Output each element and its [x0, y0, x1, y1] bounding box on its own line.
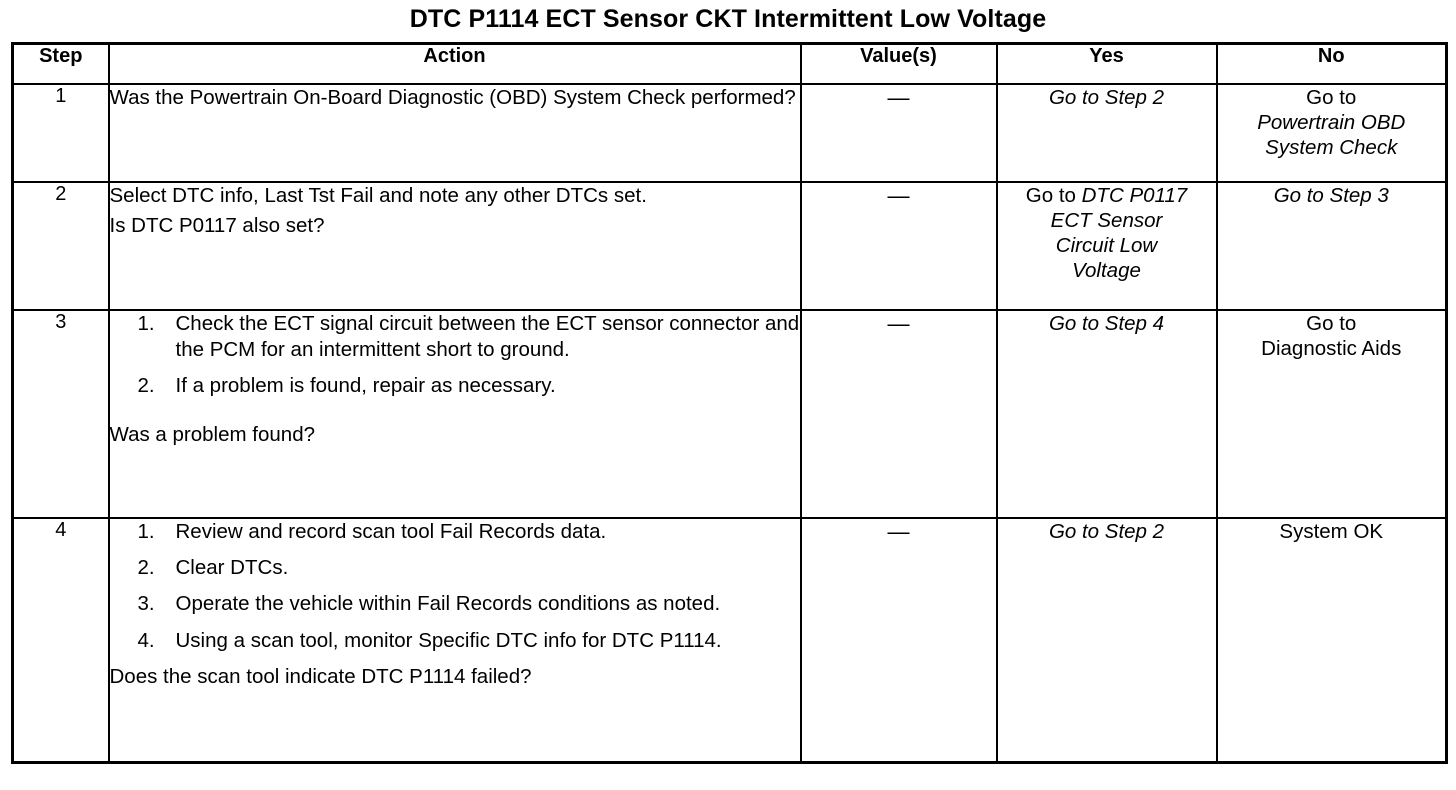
- column-header-values: Value(s): [799, 42, 998, 85]
- action-intro-text: Select DTC info, Last Tst Fail and note …: [109, 184, 647, 207]
- action-cell: Was the Powertrain On-Board Diagnostic (…: [107, 83, 802, 183]
- no-line: System Check: [1265, 136, 1398, 159]
- yes-cell: Go to Step 4: [995, 309, 1218, 519]
- action-question-text: Does the scan tool indicate DTC P1114 fa…: [109, 664, 532, 688]
- no-line: Go to: [1306, 312, 1357, 335]
- no-cell: Go to Powertrain OBD System Check: [1215, 83, 1448, 183]
- yes-line: Voltage: [1072, 259, 1141, 282]
- no-cell: Go to Step 3: [1215, 181, 1448, 311]
- action-step-text: If a problem is found, repair as necessa…: [175, 374, 556, 398]
- diagnostic-table: Step Action Value(s) Yes No 1 Was the Po…: [11, 42, 1448, 764]
- action-step-number: 1.: [137, 520, 155, 543]
- action-step-text: Review and record scan tool Fail Records…: [175, 520, 607, 543]
- step-number: 4: [11, 517, 110, 763]
- step-number: 2: [11, 181, 110, 311]
- value-dash: —: [887, 311, 910, 336]
- no-cell: Go to Diagnostic Aids: [1215, 309, 1448, 519]
- action-step-text: Check the ECT signal circuit between the…: [175, 312, 800, 362]
- action-step-item: 2. If a problem is found, repair as nece…: [110, 373, 800, 399]
- page-title: DTC P1114 ECT Sensor CKT Intermittent Lo…: [409, 5, 1047, 33]
- action-step-item: 1. Review and record scan tool Fail Reco…: [110, 519, 800, 545]
- value-dash: —: [887, 519, 910, 544]
- value-cell: —: [799, 83, 998, 183]
- action-cell: 1. Check the ECT signal circuit between …: [107, 309, 802, 519]
- step-number: 1: [11, 83, 110, 183]
- action-step-item: 3. Operate the vehicle within Fail Recor…: [110, 591, 800, 617]
- column-header-no: No: [1215, 42, 1448, 85]
- yes-cell: Go to Step 2: [995, 83, 1218, 183]
- action-step-list: 1. Review and record scan tool Fail Reco…: [110, 519, 800, 654]
- action-step-text: Using a scan tool, monitor Specific DTC …: [175, 628, 722, 652]
- table-header: Step Action Value(s) Yes No: [11, 42, 1448, 85]
- table-row: 3 1. Check the ECT signal circuit betwee…: [11, 309, 1448, 519]
- action-step-number: 3.: [137, 592, 155, 616]
- column-header-action: Action: [107, 42, 802, 85]
- action-cell: 1. Review and record scan tool Fail Reco…: [107, 517, 802, 763]
- column-header-yes: Yes: [995, 42, 1218, 85]
- column-header-step: Step: [11, 42, 110, 85]
- no-line: Go to Step 3: [1273, 184, 1389, 207]
- yes-line: Go to Step 2: [1048, 86, 1165, 109]
- table-header-row: Step Action Value(s) Yes No: [11, 42, 1448, 85]
- yes-line: Circuit Low: [1055, 234, 1158, 257]
- value-cell: —: [799, 517, 998, 763]
- table-row: 2 Select DTC info, Last Tst Fail and not…: [11, 181, 1448, 311]
- step-number: 3: [11, 309, 110, 519]
- action-step-number: 2.: [137, 556, 155, 580]
- action-cell: Select DTC info, Last Tst Fail and note …: [107, 181, 802, 311]
- yes-line: Go to Step 4: [1048, 312, 1165, 335]
- action-step-item: 4. Using a scan tool, monitor Specific D…: [110, 628, 800, 654]
- no-line: System OK: [1279, 520, 1384, 543]
- action-step-number: 4.: [137, 628, 155, 652]
- yes-cell: Go to Step 2: [995, 517, 1218, 763]
- no-line: Powertrain OBD: [1257, 111, 1406, 134]
- action-step-text: Clear DTCs.: [175, 556, 289, 580]
- action-intro-text: Was the Powertrain On-Board Diagnostic (…: [109, 86, 796, 109]
- action-step-number: 2.: [137, 374, 155, 398]
- yes-line: Go to Step 2: [1048, 520, 1165, 543]
- no-line: Go to: [1306, 86, 1357, 109]
- value-dash: —: [887, 183, 910, 208]
- value-dash: —: [887, 85, 910, 110]
- no-cell: System OK: [1215, 517, 1448, 763]
- action-step-text: Operate the vehicle within Fail Records …: [175, 592, 721, 616]
- table-row: 4 1. Review and record scan tool Fail Re…: [11, 517, 1448, 763]
- yes-line-reference: DTC P0117: [1081, 184, 1188, 207]
- action-step-item: 2. Clear DTCs.: [110, 555, 800, 581]
- action-step-number: 1.: [137, 312, 155, 335]
- yes-line: ECT Sensor: [1050, 209, 1163, 232]
- yes-line: Go to DTC P0117: [998, 183, 1216, 208]
- value-cell: —: [799, 309, 998, 519]
- no-line: Diagnostic Aids: [1261, 337, 1402, 360]
- table-row: 1 Was the Powertrain On-Board Diagnostic…: [11, 83, 1448, 183]
- action-step-list: 1. Check the ECT signal circuit between …: [110, 311, 800, 400]
- action-question-text: Is DTC P0117 also set?: [109, 214, 325, 238]
- yes-line-prefix: Go to: [1025, 184, 1082, 207]
- action-step-item: 1. Check the ECT signal circuit between …: [110, 311, 800, 363]
- value-cell: —: [799, 181, 998, 311]
- yes-cell: Go to DTC P0117 ECT Sensor Circuit Low V…: [995, 181, 1218, 311]
- table-body: 1 Was the Powertrain On-Board Diagnostic…: [11, 83, 1448, 763]
- action-question-text: Was a problem found?: [109, 422, 316, 446]
